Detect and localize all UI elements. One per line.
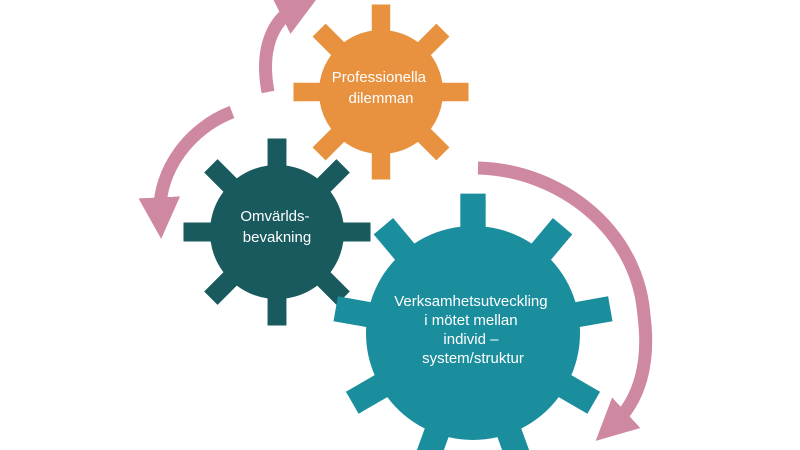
gear-label-line: individ –	[443, 331, 499, 348]
gear-label-line: system/struktur	[422, 350, 524, 367]
arrow-right-curve	[477, 161, 653, 441]
gear-label-line: i mötet mellan	[424, 312, 517, 329]
gear-label-line: bevakning	[243, 229, 311, 246]
gear-label-environment-monitoring: Omvärlds- bevakning	[240, 208, 313, 246]
gear-environment-monitoring	[183, 138, 371, 326]
gear-label-line: Omvärlds-	[240, 208, 309, 225]
arrow-top-curve	[259, 0, 319, 94]
gear-business-development	[333, 193, 613, 450]
gear-professional-dilemmas	[293, 4, 469, 180]
gear-label-professional-dilemmas: Professionella dilemman	[332, 69, 430, 107]
gear-label-line: Professionella	[332, 69, 427, 86]
gear-label-business-development: Verksamhetsutveckling i mötet mellan ind…	[394, 293, 552, 367]
gear-label-line: Verksamhetsutveckling	[394, 293, 547, 310]
arrow-left-curve	[138, 105, 235, 239]
gear-label-line: dilemman	[348, 90, 413, 107]
